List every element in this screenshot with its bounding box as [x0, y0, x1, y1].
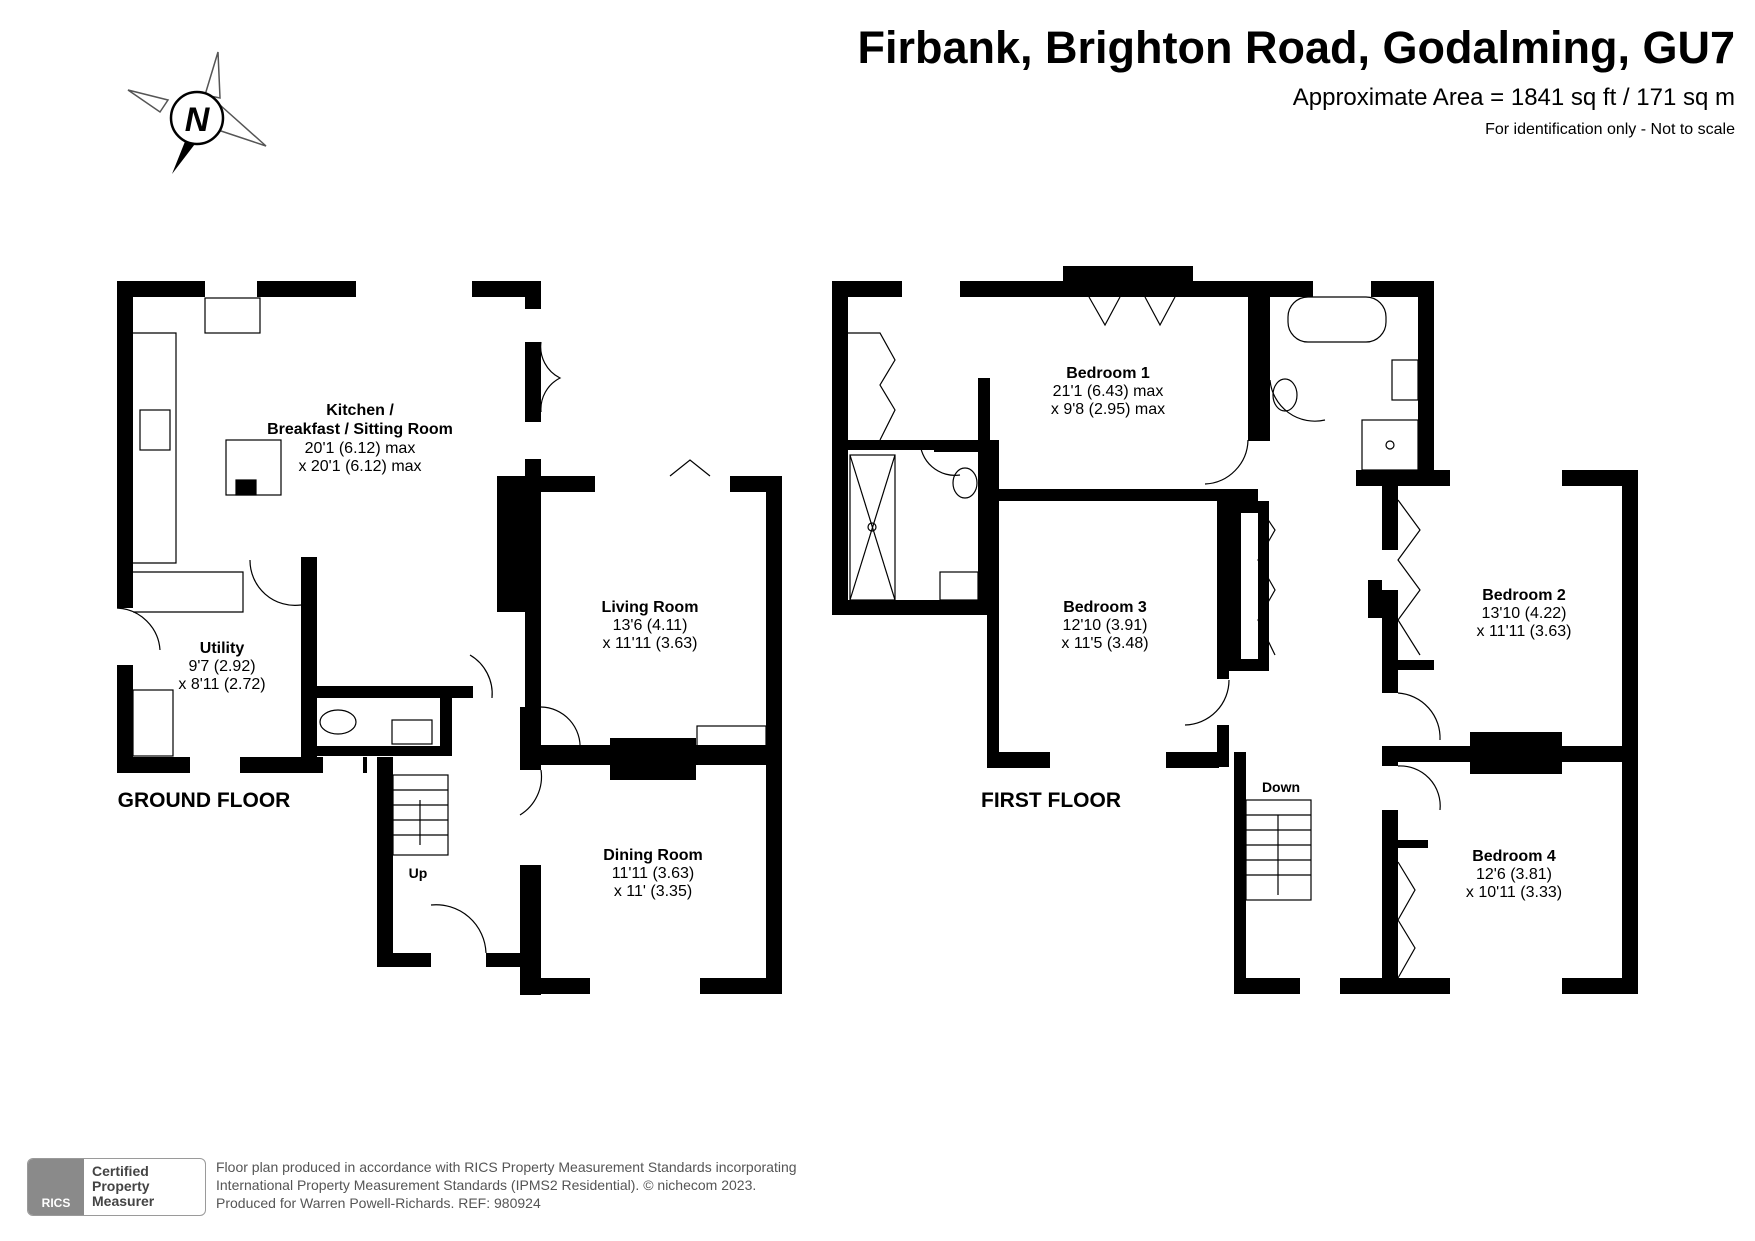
badge-text: Certified Property Measurer — [92, 1164, 154, 1209]
badge-line-3: Measurer — [92, 1193, 155, 1209]
kitchen-dim-2: x 20'1 (6.12) max — [298, 458, 421, 475]
bedroom-3-dim-1: 12'10 (3.91) — [1063, 617, 1148, 634]
ground-floor-walls — [117, 281, 782, 995]
stairs-up-label: Up — [409, 865, 428, 881]
dining-room-name: Dining Room — [603, 847, 703, 864]
first-floor-fittings — [848, 296, 1441, 979]
stairs-down-label: Down — [1262, 779, 1300, 795]
bedroom-1-name: Bedroom 1 — [1066, 365, 1150, 382]
living-room-name: Living Room — [602, 599, 699, 616]
dining-room-dim-1: 11'11 (3.63) — [612, 865, 695, 882]
bedroom-1-dim-2: x 9'8 (2.95) max — [1051, 401, 1165, 418]
property-title: Firbank, Brighton Road, Godalming, GU7 — [857, 22, 1735, 73]
living-room-dim-1: 13'6 (4.11) — [613, 617, 688, 634]
ground-floor-fittings — [116, 297, 767, 954]
rics-certified-badge: RICS Certified Property Measurer — [27, 1158, 206, 1216]
footer-line-2: International Property Measurement Stand… — [216, 1177, 757, 1193]
rics-logo-text: RICS — [41, 1196, 71, 1210]
bedroom-3-name: Bedroom 3 — [1063, 599, 1147, 616]
rics-logo: RICS — [28, 1159, 84, 1215]
ground-floor-label: GROUND FLOOR — [118, 789, 291, 812]
kitchen-name-line-1: Kitchen / — [326, 402, 394, 419]
bedroom-2-dim-2: x 11'11 (3.63) — [1477, 623, 1572, 640]
bedroom-4-name: Bedroom 4 — [1472, 848, 1556, 865]
kitchen-dim-1: 20'1 (6.12) max — [305, 440, 416, 457]
bedroom-2-dim-1: 13'10 (4.22) — [1482, 605, 1567, 622]
bedroom-1-dim-1: 21'1 (6.43) max — [1053, 383, 1164, 400]
kitchen-name-line-2: Breakfast / Sitting Room — [267, 421, 453, 438]
utility-dim-2: x 8'11 (2.72) — [178, 676, 265, 693]
first-floor-walls — [832, 266, 1638, 994]
bedroom-4-dim-1: 12'6 (3.81) — [1476, 866, 1552, 883]
compass-icon: N — [127, 51, 267, 174]
footer-line-1: Floor plan produced in accordance with R… — [216, 1159, 797, 1175]
badge-line-2: Property — [92, 1178, 150, 1194]
bedroom-2-name: Bedroom 2 — [1482, 587, 1566, 604]
compass-north-label: N — [185, 101, 211, 139]
ground-floor-labels: Kitchen / Breakfast / Sitting Room 20'1 … — [118, 402, 703, 900]
badge-line-1: Certified — [92, 1163, 149, 1179]
first-floor-labels: Bedroom 1 21'1 (6.43) max x 9'8 (2.95) m… — [981, 365, 1571, 901]
living-room-dim-2: x 11'11 (3.63) — [603, 635, 698, 652]
bedroom-4-dim-2: x 10'11 (3.33) — [1466, 884, 1562, 901]
first-floor-label: FIRST FLOOR — [981, 789, 1121, 812]
dining-room-dim-2: x 11' (3.35) — [614, 883, 692, 900]
footer-line-3: Produced for Warren Powell-Richards. REF… — [216, 1195, 541, 1211]
identification-note: For identification only - Not to scale — [1485, 121, 1735, 138]
utility-name: Utility — [200, 640, 245, 657]
footer-notes: Floor plan produced in accordance with R… — [216, 1158, 797, 1212]
utility-dim-1: 9'7 (2.92) — [188, 658, 255, 675]
approximate-area: Approximate Area = 1841 sq ft / 171 sq m — [1292, 84, 1735, 111]
bedroom-3-dim-2: x 11'5 (3.48) — [1061, 635, 1148, 652]
